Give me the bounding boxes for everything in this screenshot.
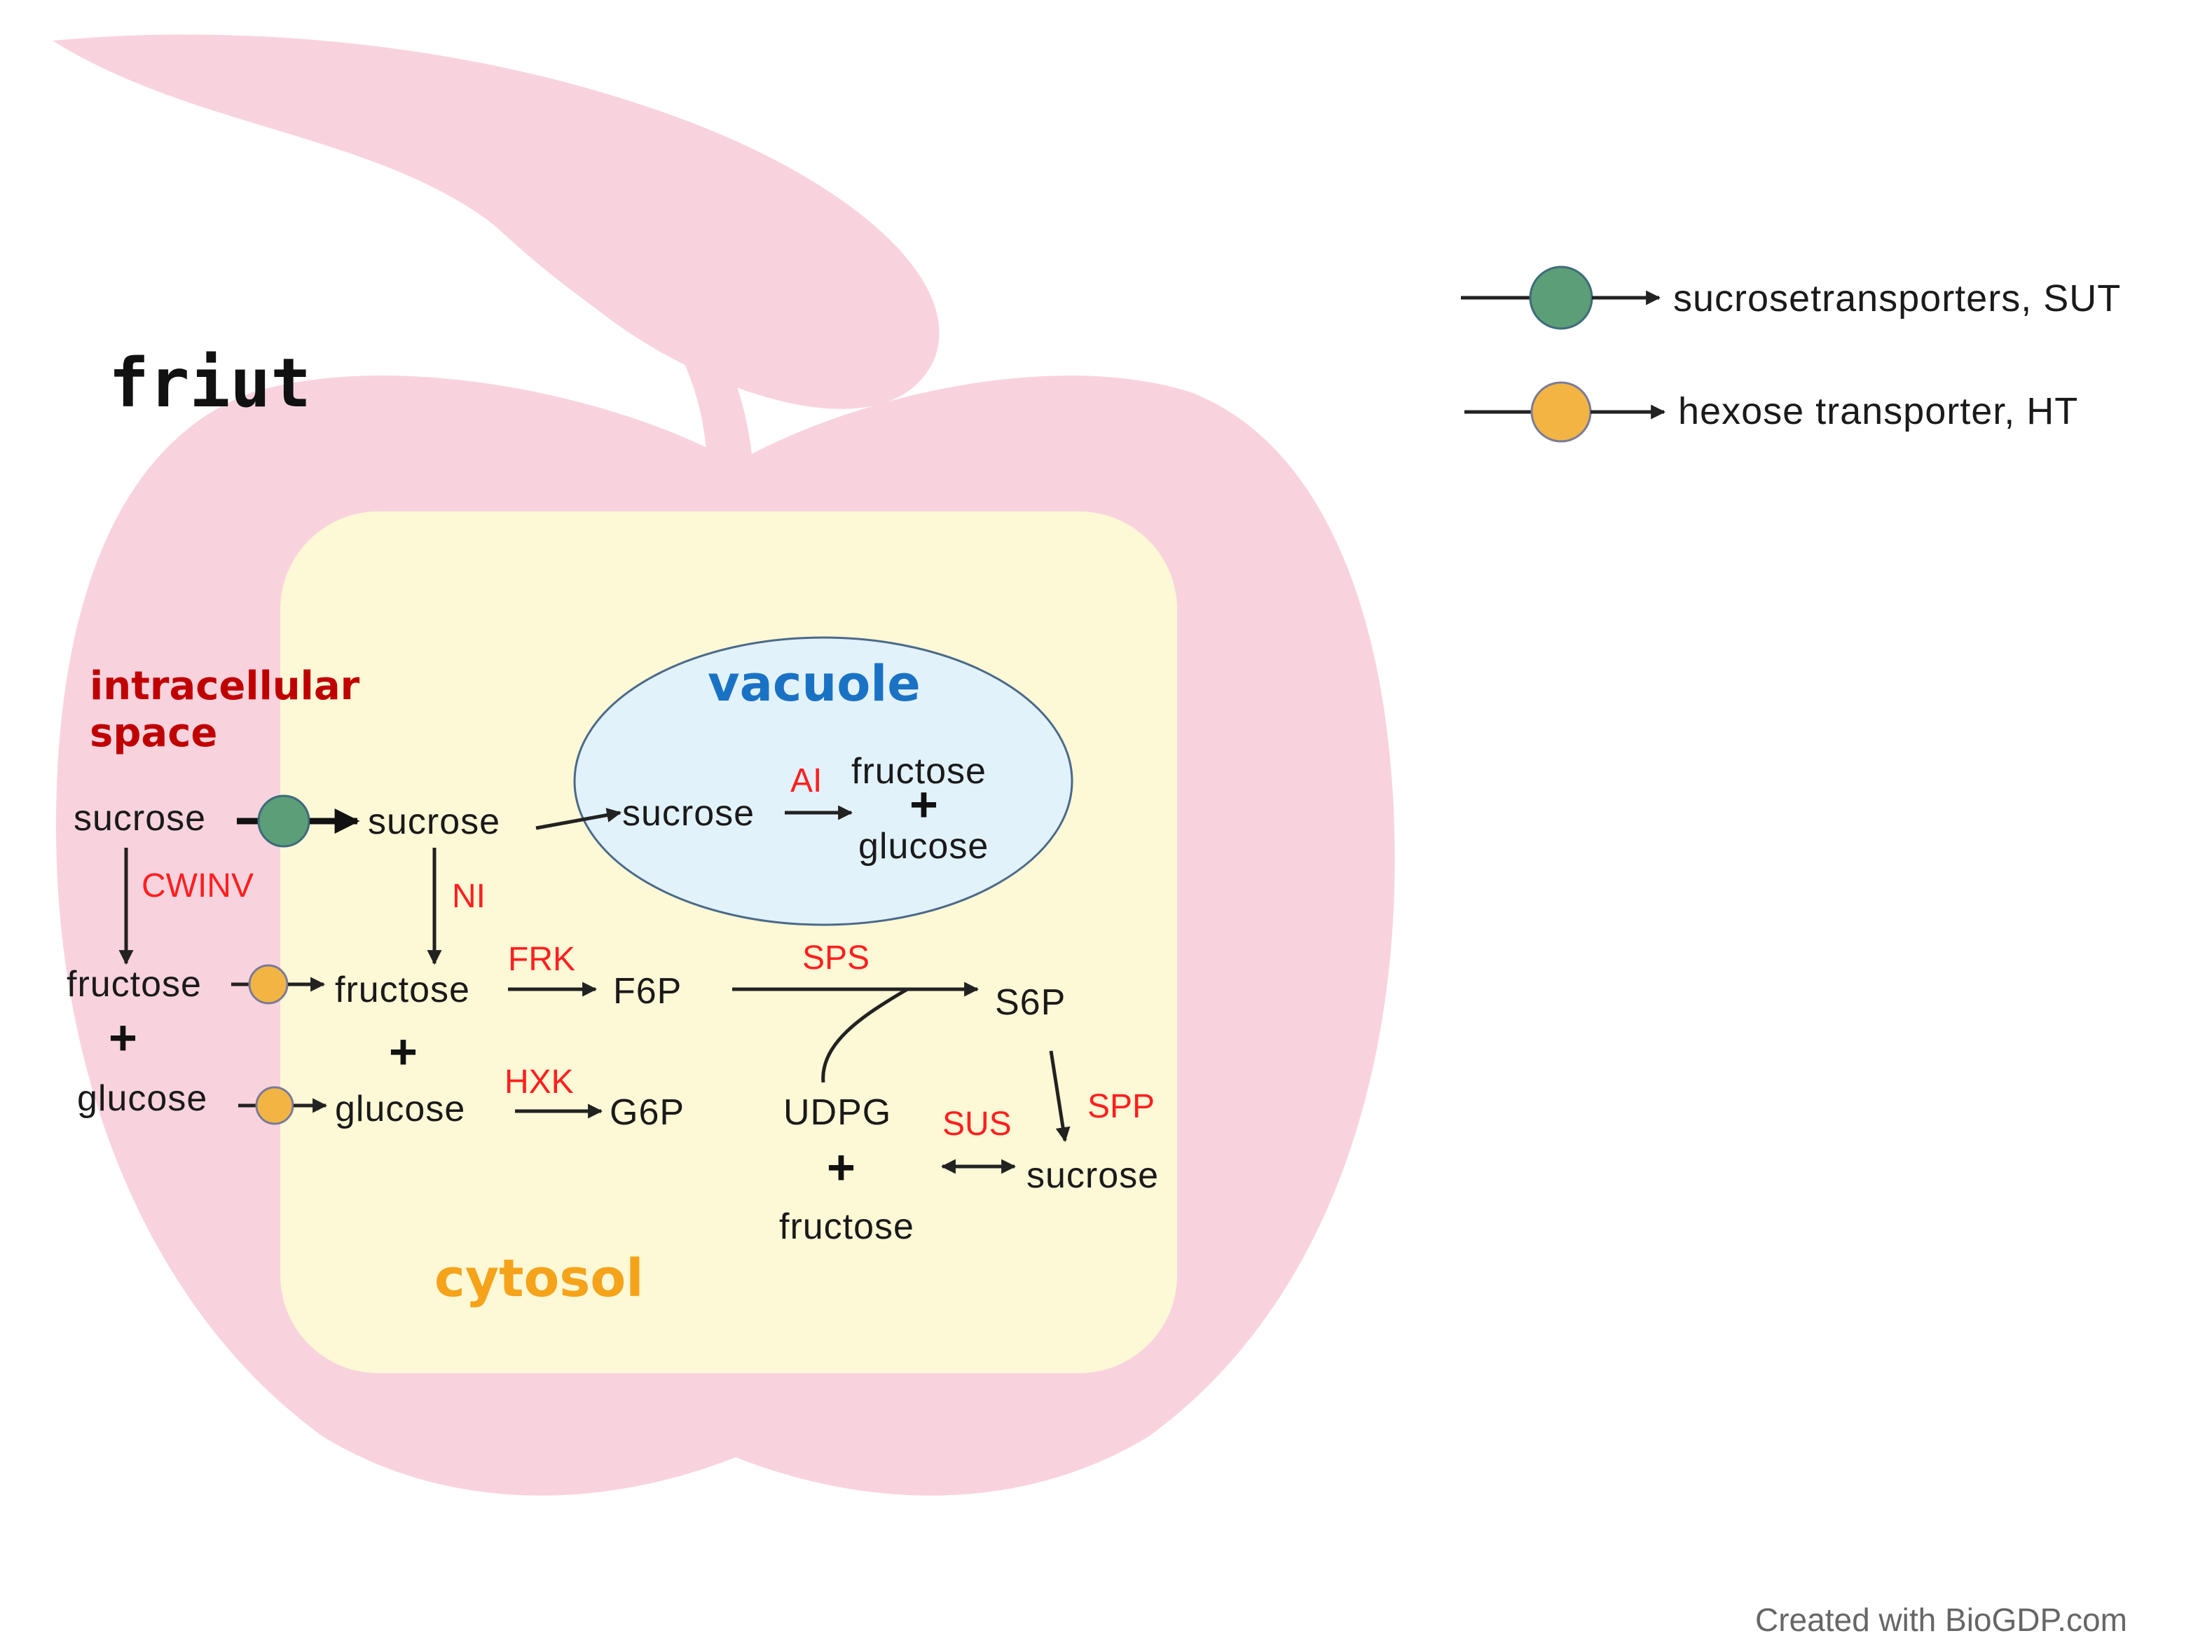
vac-sucrose: sucrose <box>622 793 755 834</box>
cytosol-compartment <box>280 511 1177 1373</box>
sus-enzyme: SUS <box>942 1106 1012 1143</box>
g6p: G6P <box>610 1092 685 1133</box>
legend-ht-icon <box>1530 381 1592 443</box>
sus-sucrose: sucrose <box>1026 1155 1159 1196</box>
frk-enzyme: FRK <box>508 941 575 978</box>
udpg-join-curve <box>821 987 909 1083</box>
cytosol-label: cytosol <box>434 1248 644 1309</box>
legend-ht-label: hexose transporter, HT <box>1678 390 2078 432</box>
ext-glucose: glucose <box>77 1078 207 1119</box>
ext-fructose: fructose <box>67 964 202 1005</box>
intracellular-space-label-line2: space <box>90 710 217 756</box>
diagram-title: friut <box>109 344 311 422</box>
intracellular-space-label-line1: intracellular <box>90 663 360 709</box>
legend-sut-label: sucrosetransporters, SUT <box>1673 277 2121 319</box>
apple-leaf <box>53 34 940 409</box>
cyt-plus: + <box>389 1024 418 1079</box>
cyt-glucose: glucose <box>335 1089 465 1129</box>
ht-glucose-transporter-icon <box>255 1086 294 1125</box>
sut-transporter-icon <box>257 794 310 848</box>
legend: sucrosetransporters, SUT hexose transpor… <box>1461 266 2121 443</box>
spp-enzyme: SPP <box>1087 1088 1155 1125</box>
vacuole-label: vacuole <box>708 655 921 713</box>
sps-enzyme: SPS <box>802 939 870 977</box>
s6p: S6P <box>995 982 1066 1023</box>
cyt-fructose: fructose <box>335 970 470 1010</box>
apple-stem <box>603 242 753 469</box>
udpg-fructose: fructose <box>779 1206 914 1247</box>
cwinv-enzyme: CWINV <box>142 867 254 904</box>
footer-credit: Created with BioGDP.com <box>1755 1602 2127 1638</box>
ht-fructose-transporter-icon <box>248 964 289 1005</box>
legend-sut-icon <box>1529 266 1593 330</box>
cyt-sucrose: sucrose <box>368 801 500 842</box>
f6p: F6P <box>613 971 682 1012</box>
sucrose-to-vacuole-arrow <box>535 808 622 830</box>
udpg-plus: + <box>827 1140 856 1195</box>
vac-plus: + <box>909 777 938 832</box>
ext-sucrose: sucrose <box>74 798 206 839</box>
ni-enzyme: NI <box>452 878 486 915</box>
vac-glucose: glucose <box>858 826 989 867</box>
vacuole-compartment <box>573 636 1073 926</box>
spp-arrow <box>1049 1050 1071 1143</box>
ext-plus: + <box>109 1010 137 1065</box>
ai-enzyme: AI <box>790 762 822 799</box>
hxk-enzyme: HXK <box>504 1064 574 1101</box>
udpg: UDPG <box>783 1092 891 1133</box>
vac-fructose: fructose <box>851 751 987 792</box>
